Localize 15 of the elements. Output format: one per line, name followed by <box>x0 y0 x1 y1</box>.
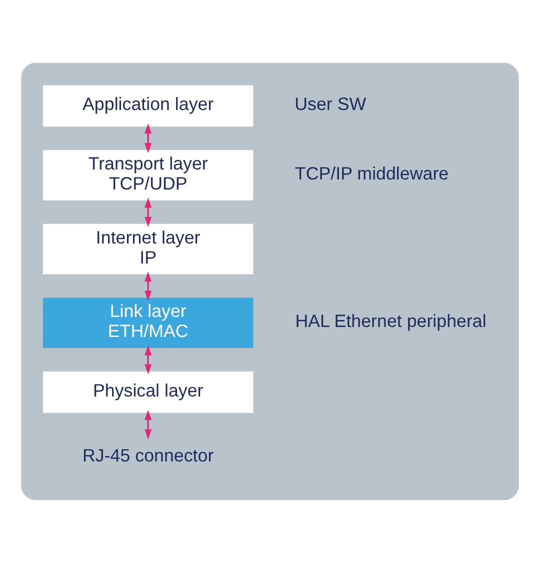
arrow <box>144 271 152 301</box>
arrow <box>144 198 152 227</box>
label: TCP/IP middleware <box>294 164 449 184</box>
node-text: RJ-45 connector <box>82 445 214 466</box>
cluster <box>21 62 519 500</box>
node-box: Application layer <box>42 85 254 127</box>
label: User SW <box>294 94 366 114</box>
arrow <box>144 345 152 374</box>
arrow <box>144 410 152 440</box>
node-box: Link layer ETH/MAC <box>42 298 254 348</box>
node-box: Transport layer TCP/UDP <box>42 150 254 200</box>
node-box: Internet layer IP <box>42 224 254 274</box>
label: HAL Ethernet peripheral <box>295 311 486 332</box>
arrow <box>144 124 152 154</box>
node-box: Physical layer <box>42 372 254 413</box>
